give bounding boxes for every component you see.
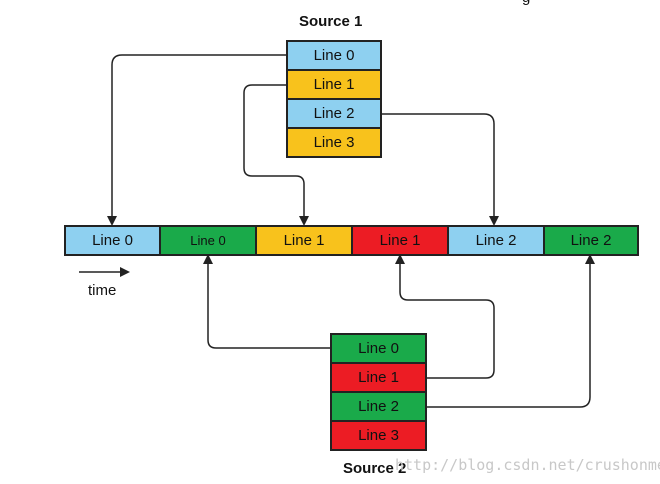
clipped-header-text: g [522, 0, 530, 6]
arrow-s2-line1-to-slot3 [395, 254, 495, 379]
watermark: http://blog.csdn.net/crushonme [395, 456, 660, 474]
source1-line-0: Line 0 [286, 40, 382, 71]
time-label: time [88, 282, 117, 299]
source1-title: Source 1 [299, 13, 363, 30]
arrow-s1-line0-to-slot0 [107, 54, 287, 226]
timeline-slot-2: Line 1 [255, 225, 353, 256]
timeline-slot-1: Line 0 [159, 225, 257, 256]
timeline-slot-4: Line 2 [447, 225, 545, 256]
source2-line-1: Line 1 [330, 362, 427, 393]
timeline-slot-3: Line 1 [351, 225, 449, 256]
source2-line-0: Line 0 [330, 333, 427, 364]
arrow-s1-line1-to-slot2 [243, 84, 309, 226]
arrow-s2-line0-to-slot1 [203, 254, 331, 349]
source2-title: Source 2 [343, 460, 407, 477]
timeline-slot-0: Line 0 [64, 225, 161, 256]
arrow-s2-line2-to-slot5 [426, 254, 595, 408]
source2-line-2: Line 2 [330, 391, 427, 422]
source2-line-3: Line 3 [330, 420, 427, 451]
source1-line-3: Line 3 [286, 127, 382, 158]
timeline-slot-5: Line 2 [543, 225, 639, 256]
source1-line-2: Line 2 [286, 98, 382, 129]
source1-line-1: Line 1 [286, 69, 382, 100]
arrow-s1-line2-to-slot4 [381, 113, 499, 226]
